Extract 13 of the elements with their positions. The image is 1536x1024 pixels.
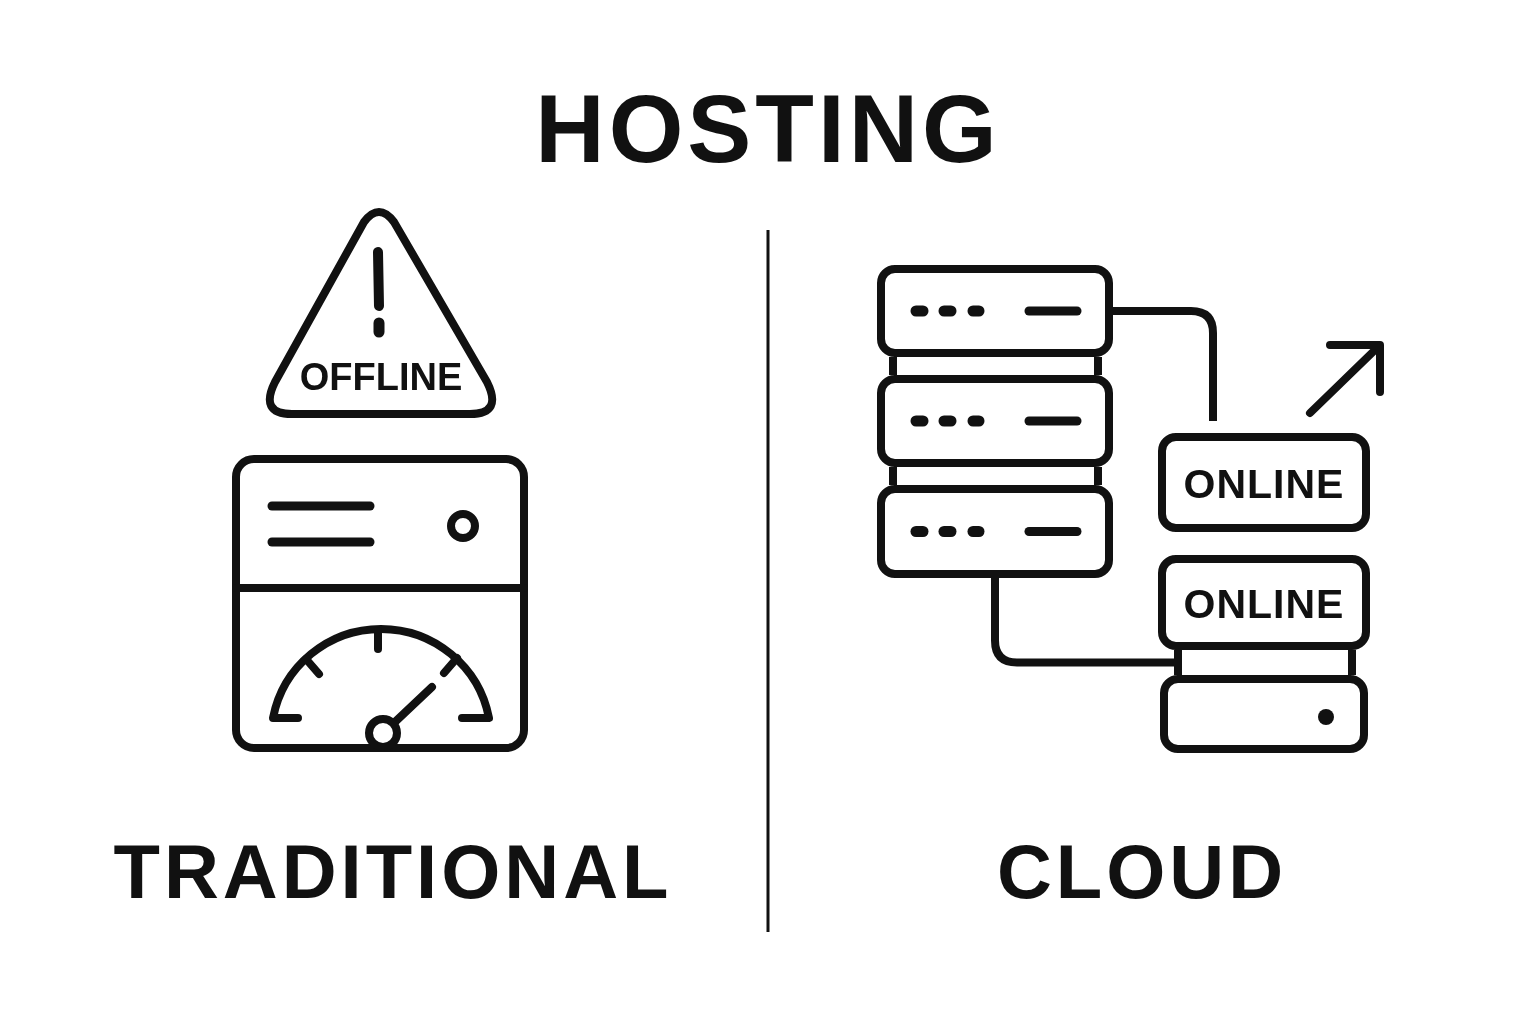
server-unit xyxy=(877,485,1113,578)
title: HOSTING xyxy=(535,81,1001,177)
server-unit xyxy=(877,265,1113,357)
section-label: CLOUD xyxy=(996,834,1288,910)
section-label: TRADITIONAL xyxy=(113,834,673,910)
status-text: ONLINE xyxy=(1183,464,1345,505)
status-panel xyxy=(1158,555,1370,650)
status-text: ONLINE xyxy=(1183,584,1345,625)
server-unit xyxy=(1160,675,1368,753)
connector-line xyxy=(991,578,1174,667)
status-text: OFFLINE xyxy=(299,358,463,396)
server-unit xyxy=(877,375,1113,467)
status-panel xyxy=(1158,433,1370,532)
